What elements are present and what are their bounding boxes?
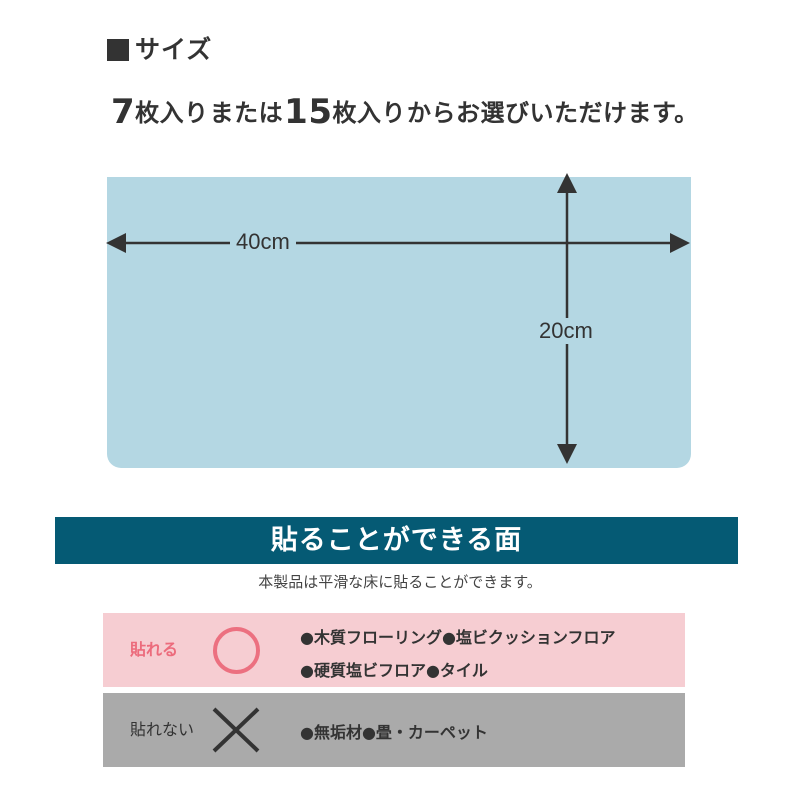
surface-note: 本製品は平滑な床に貼ることができます。 — [258, 573, 542, 591]
cross-icon — [212, 707, 260, 753]
applicable-items-line2: ●硬質塩ビフロア●タイル — [300, 661, 488, 680]
quantity-unit-15: 枚入り — [332, 99, 406, 127]
not-applicable-label: 貼れない — [130, 720, 195, 739]
mat-diagram — [107, 177, 691, 468]
not-applicable-surfaces-row: 貼れない ●無垢材●畳・カーペット — [103, 693, 685, 767]
height-label: 20cm — [533, 318, 599, 344]
quantity-connector: または — [209, 99, 284, 127]
quantity-unit-7: 枚入り — [135, 99, 209, 127]
surface-banner: 貼ることができる面 — [55, 517, 738, 564]
quantity-number-7: 7 — [111, 92, 136, 132]
applicable-surfaces-row: 貼れる ●木質フローリング●塩ビクッションフロア ●硬質塩ビフロア●タイル — [103, 613, 685, 687]
quantity-suffix: からお選びいただけます。 — [407, 99, 699, 127]
quantity-option-15: 15枚入り — [283, 92, 407, 134]
size-heading-text: サイズ — [135, 35, 213, 64]
square-bullet-icon — [107, 39, 129, 61]
quantity-option-7: 7枚入り — [110, 92, 210, 134]
applicable-label: 貼れる — [130, 640, 179, 659]
not-applicable-items: ●無垢材●畳・カーペット — [300, 723, 488, 742]
applicable-items-line1: ●木質フローリング●塩ビクッションフロア — [300, 628, 616, 647]
quantity-line: 7枚入りまたは15枚入りからお選びいただけます。 — [110, 92, 699, 134]
quantity-number-15: 15 — [284, 92, 333, 132]
width-label: 40cm — [230, 229, 296, 255]
size-heading: サイズ — [107, 30, 212, 66]
circle-icon — [213, 627, 260, 674]
